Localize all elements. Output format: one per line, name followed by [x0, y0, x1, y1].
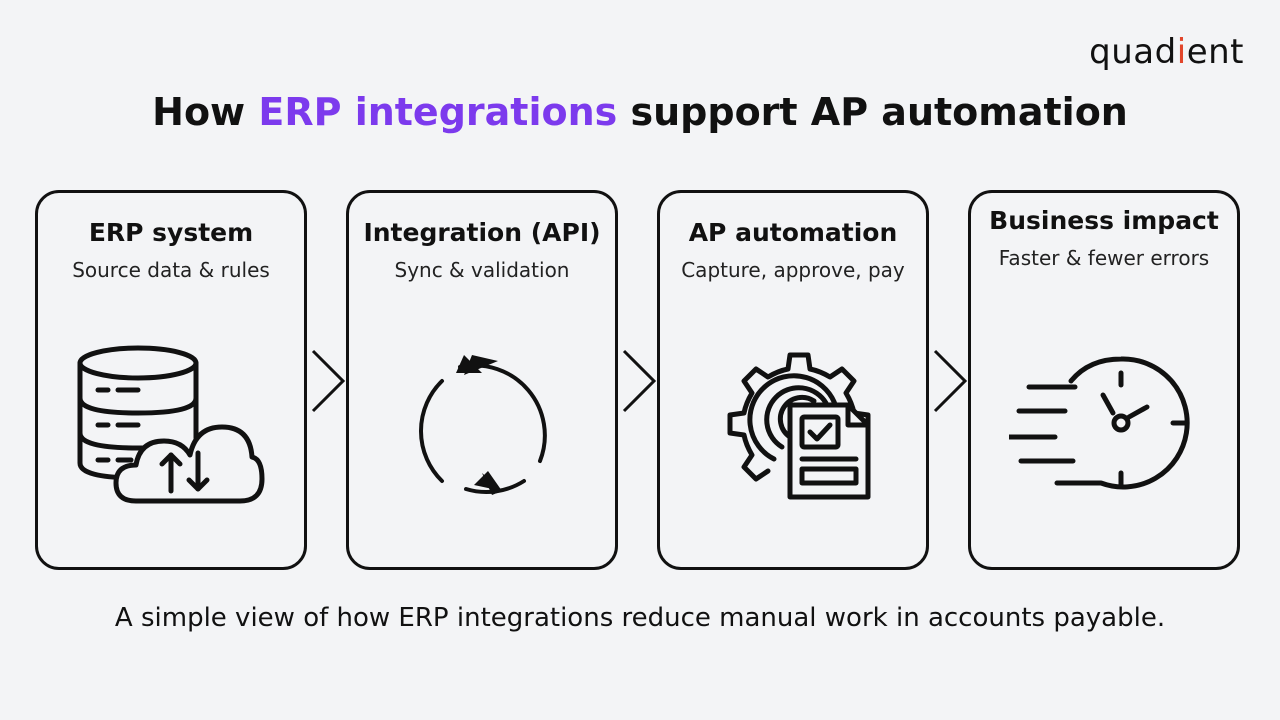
step-subtitle: Source data & rules [72, 258, 270, 282]
step-title: AP automation [688, 218, 898, 247]
gear-document-icon [727, 352, 871, 500]
diagram-caption: A simple view of how ERP integrations re… [114, 603, 1166, 633]
title-highlight: ERP integrations [258, 90, 618, 134]
step-card-business-impact: Business impact Faster & fewer errors [968, 190, 1240, 570]
step-subtitle: Sync & validation [394, 258, 570, 282]
step-title: Integration (API) [363, 218, 601, 247]
flow-arrow-icon [311, 349, 346, 413]
step-title: Business impact [989, 206, 1219, 235]
step-title: ERP system [88, 218, 254, 247]
step-card-ap-automation: AP automation Capture, approve, pay [657, 190, 929, 570]
step-subtitle: Capture, approve, pay [681, 258, 905, 282]
sync-icon [418, 355, 547, 495]
logo-text-accent: i [1176, 32, 1187, 72]
step-card-integration-api: Integration (API) Sync & validation [346, 190, 618, 570]
flow-arrow-icon [933, 349, 968, 413]
step-card-erp-system: ERP system Source data & rules [35, 190, 307, 570]
brand-logo: quadient [1089, 30, 1244, 74]
database-cloud-icon [77, 345, 265, 504]
title-start: How [152, 90, 259, 134]
flow-arrow-icon [622, 349, 657, 413]
page-title: How ERP integrations support AP automati… [0, 88, 1280, 136]
fast-clock-icon [1009, 356, 1190, 490]
title-end: support AP automation [617, 90, 1128, 134]
logo-text-start: quad [1089, 32, 1177, 72]
step-subtitle: Faster & fewer errors [998, 246, 1210, 270]
logo-text-end: ent [1186, 32, 1244, 72]
